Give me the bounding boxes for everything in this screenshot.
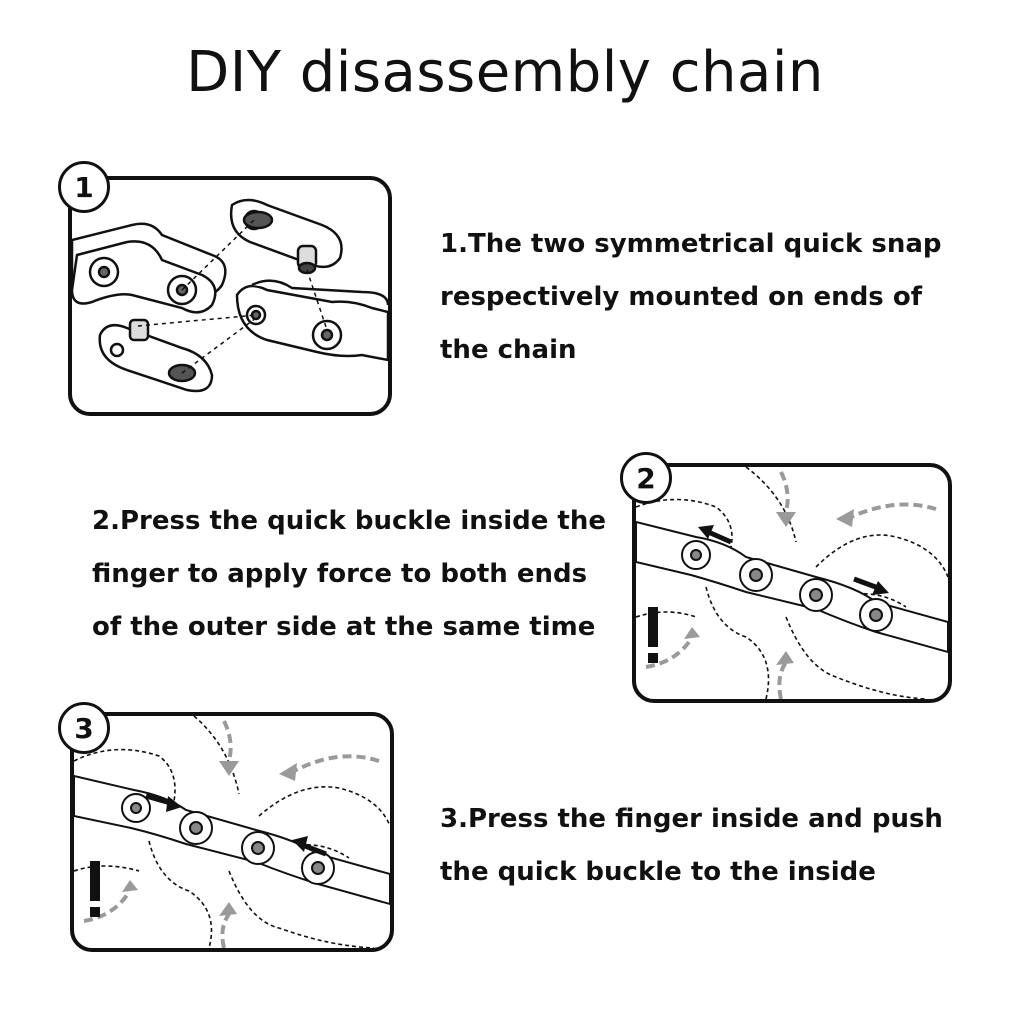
- arrow-icon: [698, 525, 889, 595]
- step-1-number-badge: 1: [58, 161, 110, 213]
- step-2-line-3: of the outer side at the same time: [92, 612, 596, 642]
- step-2-line-1: 2.Press the quick buckle inside the: [92, 506, 606, 536]
- arrow-icon: [145, 793, 327, 857]
- step-2-number-badge: 2: [620, 452, 672, 504]
- hand-press-illustration: [74, 716, 390, 948]
- step-2-description: 2.Press the quick buckle inside the fing…: [92, 495, 606, 654]
- step-3-number-badge: 3: [58, 702, 110, 754]
- step-3-illustration-panel: [70, 712, 394, 952]
- step-1-line-2: respectively mounted on ends of: [440, 282, 923, 312]
- step-1-description: 1.The two symmetrical quick snap respect…: [440, 218, 942, 377]
- warning-exclamation-icon: [90, 861, 100, 917]
- step-2-illustration-panel: [632, 463, 952, 703]
- step-3-line-1: 3.Press the finger inside and push: [440, 804, 943, 834]
- chain-link-illustration: [72, 198, 388, 393]
- warning-exclamation-icon: [648, 607, 658, 663]
- page-title: DIY disassembly chain: [186, 40, 824, 105]
- step-1-line-3: the chain: [440, 335, 577, 365]
- step-3-description: 3.Press the finger inside and push the q…: [440, 793, 943, 899]
- hand-press-illustration: [636, 467, 948, 699]
- step-2-line-2: finger to apply force to both ends: [92, 559, 588, 589]
- step-3-line-2: the quick buckle to the inside: [440, 857, 876, 887]
- step-1-line-1: 1.The two symmetrical quick snap: [440, 229, 942, 259]
- step-1-illustration-panel: [68, 176, 392, 416]
